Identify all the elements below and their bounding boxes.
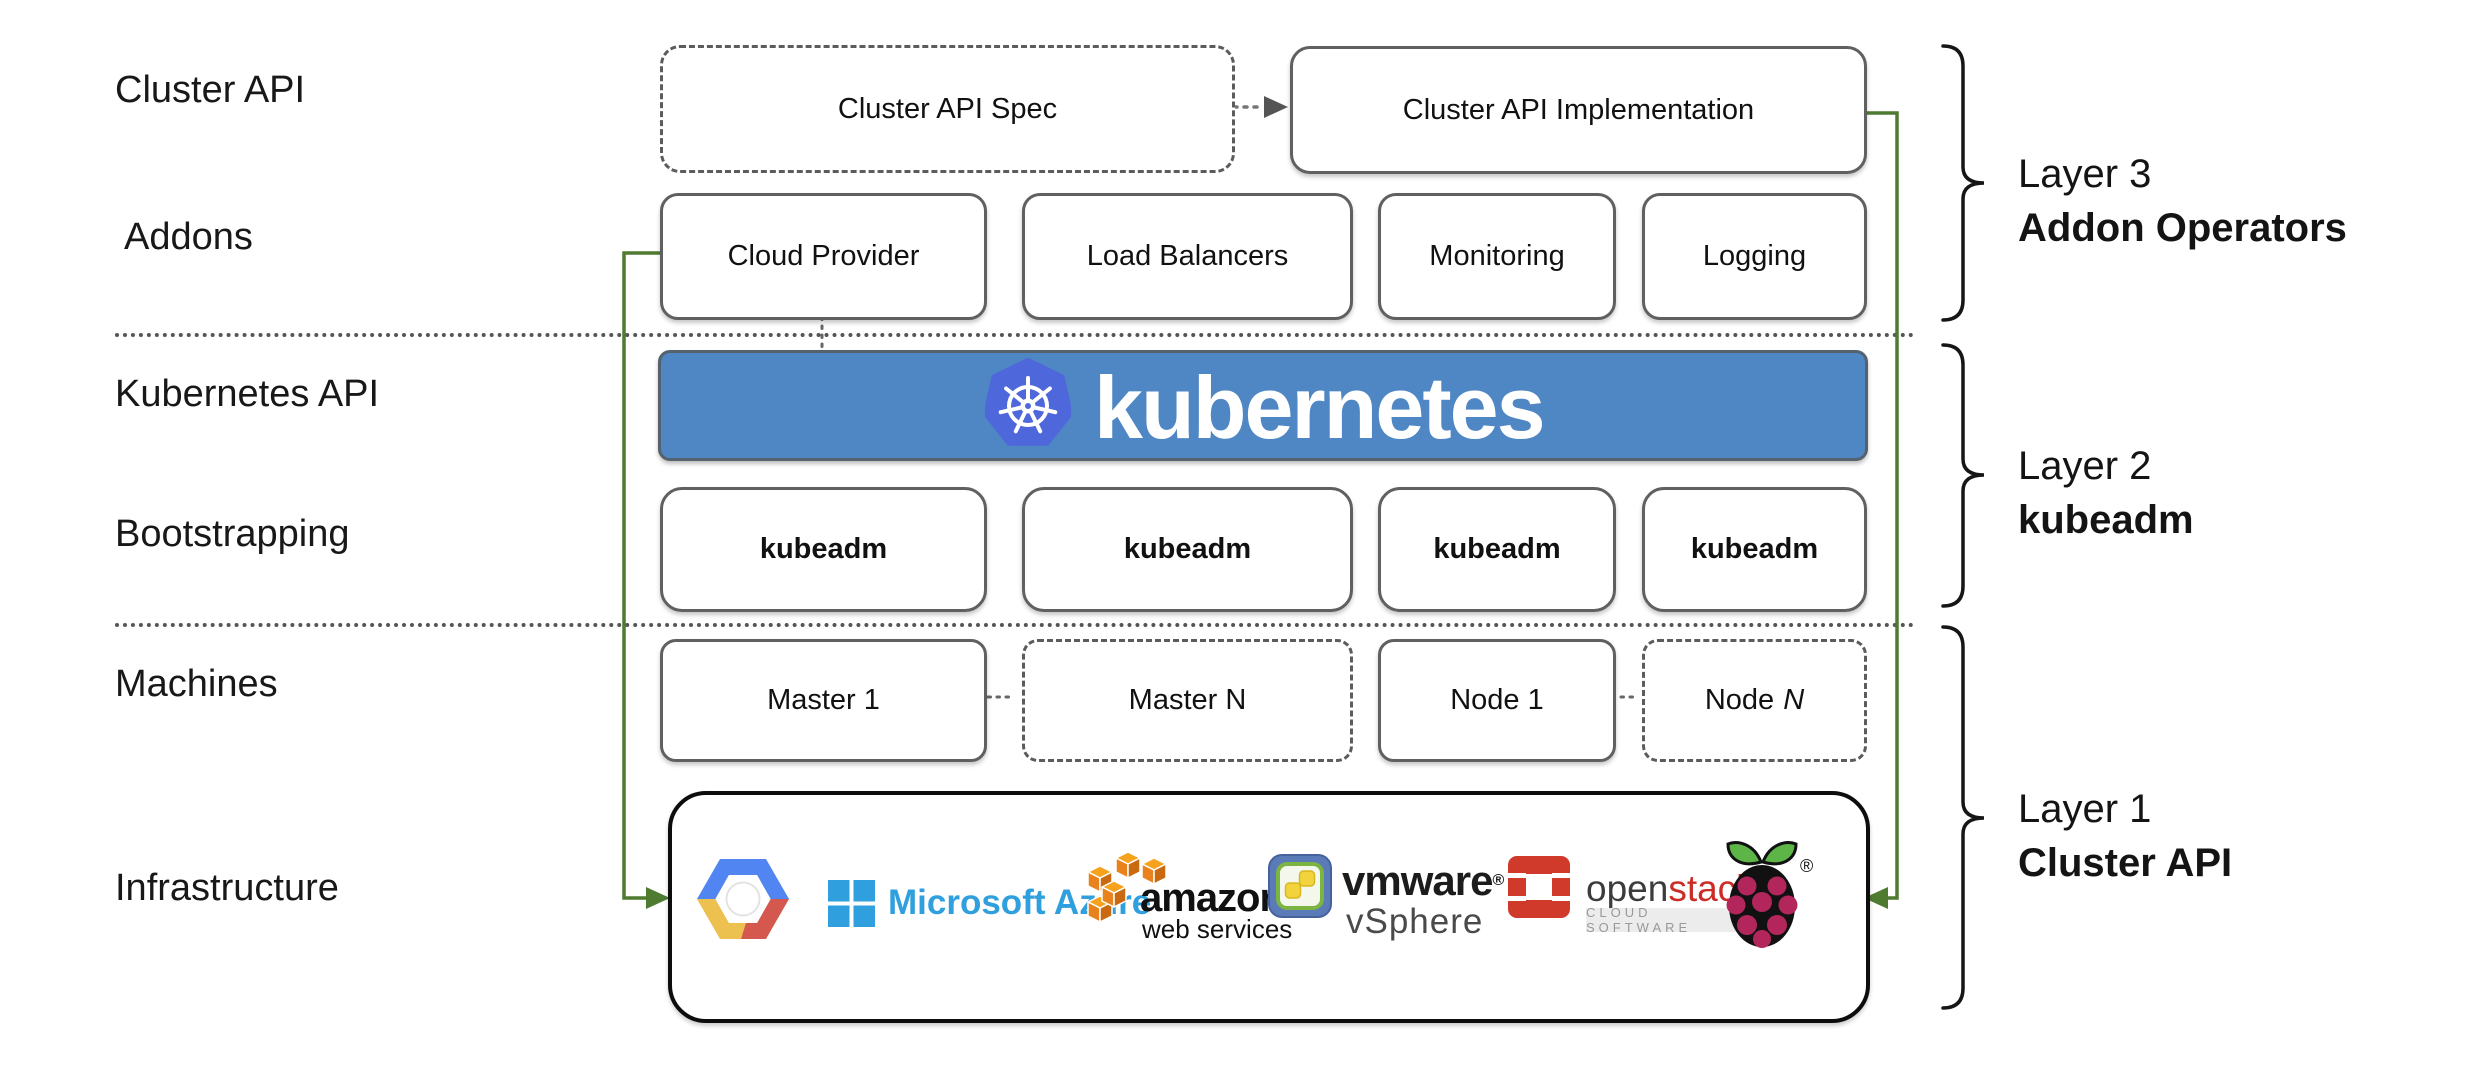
node-n-italic-suffix: N bbox=[1783, 684, 1805, 716]
layer3-subtitle: Addon Operators bbox=[2018, 206, 2347, 250]
addon-box-load-balancers: Load Balancers bbox=[1022, 193, 1353, 320]
kubeadm-box-4: kubeadm bbox=[1642, 487, 1867, 612]
vmware-vsphere-icon bbox=[1268, 854, 1332, 918]
layer1-bracket bbox=[1941, 625, 1985, 1010]
addon-box-logging: Logging bbox=[1642, 193, 1867, 320]
raspberry-pi-registered-mark: ® bbox=[1800, 856, 1813, 876]
openstack-cloud-software-bar: CLOUD SOFTWARE bbox=[1586, 905, 1740, 935]
row-label-machines: Machines bbox=[115, 663, 278, 705]
layer3-title: Layer 3 bbox=[2018, 152, 2152, 196]
vmware-registered-mark: ® bbox=[1492, 872, 1504, 889]
vsphere-label: vSphere bbox=[1346, 902, 1484, 941]
row-label-bootstrapping: Bootstrapping bbox=[115, 513, 350, 555]
layer2-label: Layer 2 kubeadm bbox=[2018, 439, 2194, 547]
layer1-label: Layer 1 Cluster API bbox=[2018, 782, 2232, 890]
layer3-bracket bbox=[1941, 44, 1985, 322]
google-cloud-icon bbox=[697, 859, 789, 939]
aws-cubes-icon bbox=[1087, 852, 1167, 923]
machine-box-master-1: Master 1 bbox=[660, 639, 987, 762]
cluster-api-spec-box: Cluster API Spec bbox=[660, 45, 1235, 173]
openstack-icon bbox=[1508, 856, 1570, 918]
layer1-subtitle: Cluster API bbox=[2018, 841, 2233, 885]
row-label-addons: Addons bbox=[124, 216, 253, 258]
green-connector-left bbox=[622, 251, 660, 900]
node-n-prefix: Node bbox=[1704, 684, 1775, 716]
layer3-layer2-separator bbox=[115, 333, 1915, 337]
kubeadm-box-1: kubeadm bbox=[660, 487, 987, 612]
layer1-title: Layer 1 bbox=[2018, 787, 2152, 831]
row-label-kubernetes-api: Kubernetes API bbox=[115, 373, 380, 415]
addon-box-monitoring: Monitoring bbox=[1378, 193, 1616, 320]
cluster-api-implementation-box: Cluster API Implementation bbox=[1290, 46, 1867, 174]
machine-box-node-1: Node 1 bbox=[1378, 639, 1616, 762]
cloud-software-label: CLOUD SOFTWARE bbox=[1586, 905, 1692, 935]
kubernetes-wordmark: kubernetes bbox=[1094, 358, 1546, 457]
amazon-label: amazon bbox=[1140, 876, 1284, 920]
row-label-infrastructure: Infrastructure bbox=[115, 867, 339, 909]
web-services-label: web services bbox=[1142, 914, 1293, 944]
layer3-label: Layer 3 Addon Operators bbox=[2018, 147, 2347, 255]
spec-to-impl-arrowhead bbox=[1264, 96, 1288, 118]
machine-box-master-n: Master N bbox=[1022, 639, 1353, 762]
layer2-bracket bbox=[1941, 343, 1985, 608]
kubernetes-wheel-icon bbox=[985, 358, 1071, 446]
layer2-subtitle: kubeadm bbox=[2018, 498, 2194, 542]
row-label-cluster-api: Cluster API bbox=[115, 69, 306, 111]
layer2-layer1-separator bbox=[115, 623, 1915, 627]
microsoft-azure-icon bbox=[828, 880, 875, 927]
layer2-title: Layer 2 bbox=[2018, 444, 2152, 488]
kubeadm-box-2: kubeadm bbox=[1022, 487, 1353, 612]
vmware-label: vmware® bbox=[1342, 857, 1504, 904]
kubeadm-box-3: kubeadm bbox=[1378, 487, 1616, 612]
green-arrowhead-left bbox=[646, 887, 670, 909]
kubernetes-banner bbox=[658, 350, 1868, 461]
raspberry-pi-icon: ® bbox=[1726, 841, 1813, 948]
addon-box-cloud-provider: Cloud Provider bbox=[660, 193, 987, 320]
